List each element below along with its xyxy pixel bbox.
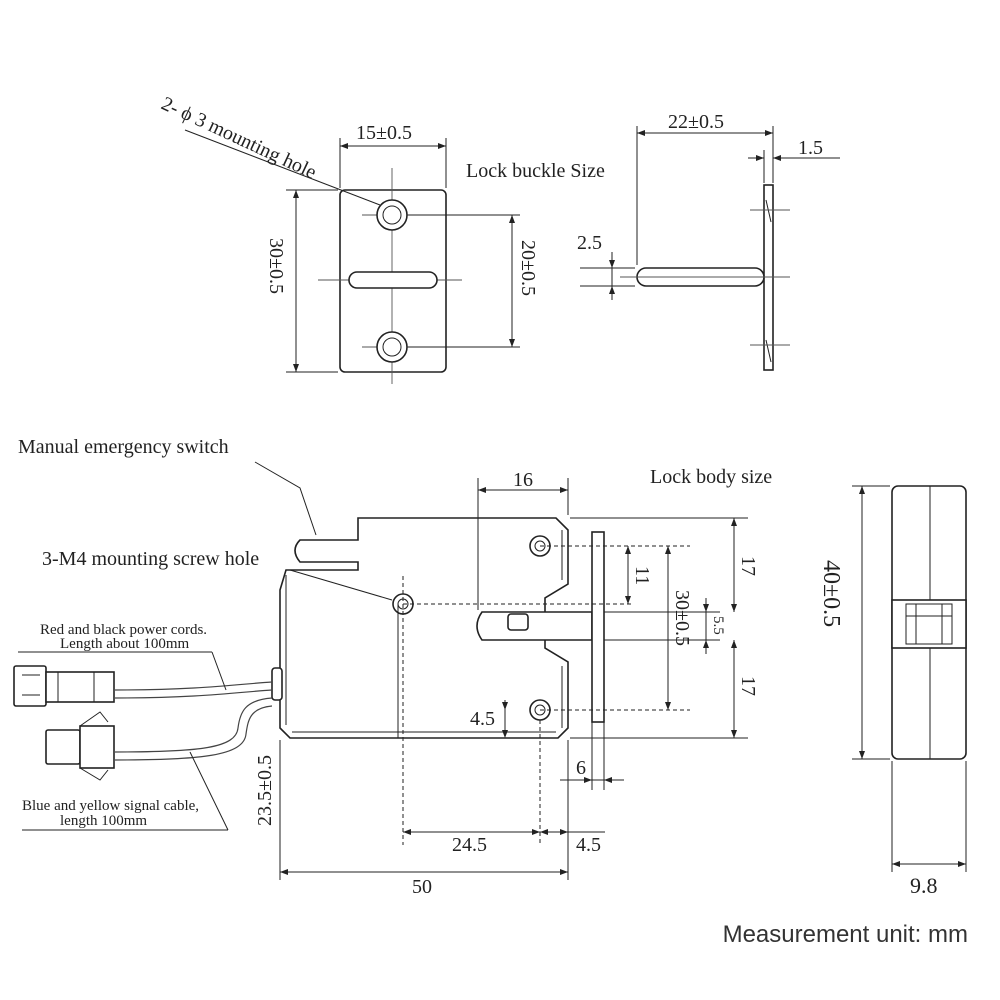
buckle-plate-label: 1.5: [798, 137, 823, 159]
dim-23-5-label: 23.5±0.5: [254, 755, 276, 826]
dim-11-label: 11: [631, 566, 653, 585]
dim-buckle-width: [339, 138, 447, 188]
power-cable: [114, 681, 273, 761]
buckle-hole-spacing-label: 20±0.5: [517, 240, 539, 296]
dim-4-5-horizontal-label: 4.5: [576, 834, 601, 856]
buckle-title: Lock buckle Size: [466, 160, 605, 182]
dim-buckle-hole-spacing: [408, 214, 520, 348]
dim-4-5-vertical: [502, 700, 508, 738]
lock-body-main-view: [254, 461, 605, 739]
dim-5-5-label: 5.5: [710, 616, 726, 635]
dim-6: [560, 722, 624, 790]
buckle-tongue-label: 2.5: [577, 232, 602, 254]
buckle-height-label: 30±0.5: [265, 238, 287, 294]
power-note-line1: Red and black power cords.: [40, 622, 207, 638]
dim-30-label: 30±0.5: [671, 590, 693, 646]
measurement-unit-note: Measurement unit: mm: [723, 921, 968, 948]
dim-16: [477, 478, 569, 610]
lock-buckle-front-view: [184, 129, 462, 384]
dim-40-label: 40±0.5: [818, 560, 844, 627]
lock-buckle-side-view: [620, 184, 790, 371]
dim-4-5-vertical-label: 4.5: [470, 708, 495, 730]
dim-23-5: [397, 576, 404, 845]
power-note-leader-tail: [211, 651, 227, 691]
signal-connector: [45, 711, 115, 781]
dim-bottom-horizontals: [403, 720, 605, 880]
switch-note: Manual emergency switch: [18, 436, 229, 458]
signal-note-line1: Blue and yellow signal cable,: [22, 798, 199, 814]
buckle-hole-note: 2- ϕ 3 mounting hole: [158, 93, 320, 184]
dim-16-label: 16: [513, 469, 533, 491]
dim-buckle-height: [286, 189, 338, 373]
dim-9-8-label: 9.8: [910, 873, 938, 898]
dim-right-verticals: [403, 517, 748, 739]
dim-buckle-tongue: [580, 252, 635, 300]
body-title: Lock body size: [650, 466, 772, 488]
signal-note-leader-tail: [189, 751, 229, 831]
dim-50: [279, 740, 568, 880]
signal-note-line2: length 100mm: [60, 813, 147, 829]
buckle-depth-label: 22±0.5: [668, 111, 724, 133]
dim-50-label: 50: [412, 876, 432, 898]
power-note-line2: Length about 100mm: [60, 636, 189, 652]
dim-17-bottom-label: 17: [737, 676, 759, 696]
dim-17-top-label: 17: [737, 556, 759, 576]
dim-buckle-depth: [636, 126, 774, 265]
screw-note: 3-M4 mounting screw hole: [42, 548, 259, 570]
dim-24-5-label: 24.5: [452, 834, 487, 856]
dim-6-label: 6: [576, 757, 586, 779]
dim-buckle-plate: [748, 150, 840, 183]
buckle-width-label: 15±0.5: [356, 122, 412, 144]
dim-40: [852, 485, 890, 760]
power-connector: [13, 665, 115, 707]
dim-9-8: [891, 761, 967, 872]
lock-body-side-view: [891, 485, 967, 760]
